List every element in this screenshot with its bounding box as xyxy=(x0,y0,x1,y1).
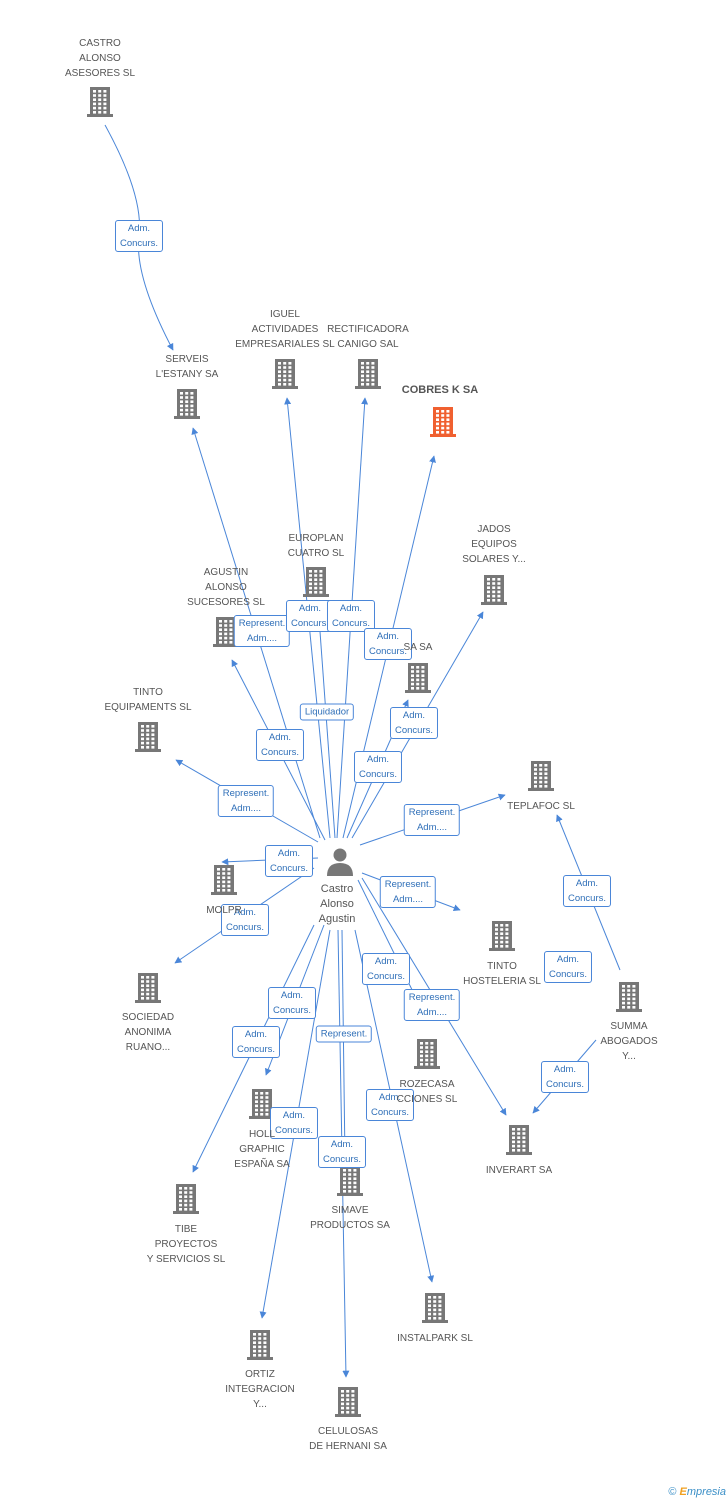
company-building-icon[interactable] xyxy=(335,1387,361,1417)
relation-label[interactable]: Adm. Concurs. xyxy=(269,1107,319,1139)
relation-label[interactable]: Adm. Concurs. xyxy=(361,953,411,985)
company-building-icon[interactable] xyxy=(616,982,642,1012)
company-label-celulosas[interactable]: CELULOSAS DE HERNANI SA xyxy=(309,1426,387,1452)
brand-name: mpresia xyxy=(686,1486,726,1498)
company-building-icon[interactable] xyxy=(303,567,329,597)
company-building-icon[interactable] xyxy=(337,1166,363,1196)
relation-label[interactable]: Adm. Concurs. xyxy=(114,220,164,252)
relation-label[interactable]: Adm. Concurs. xyxy=(540,1061,590,1093)
company-label-rectificadora[interactable]: RECTIFICADORA CANIGO SAL xyxy=(327,324,409,350)
company-building-icon[interactable] xyxy=(135,722,161,752)
company-label-inverart[interactable]: INVERART SA xyxy=(485,1165,553,1176)
relation-label[interactable]: Liquidador xyxy=(299,703,355,721)
company-label-hollo[interactable]: HOLL GRAPHIC ESPAÑA SA xyxy=(234,1129,290,1170)
company-building-icon[interactable] xyxy=(405,663,431,693)
company-building-icon[interactable] xyxy=(422,1293,448,1323)
company-label-iguel[interactable]: IGUEL ACTIVIDADES EMPRESARIALES SL xyxy=(235,309,335,350)
relation-edge xyxy=(314,603,336,839)
company-label-sociedad[interactable]: SOCIEDAD ANONIMA RUANO... xyxy=(121,1012,175,1053)
relation-label[interactable]: Adm. Concurs. xyxy=(326,600,376,632)
company-building-icon[interactable] xyxy=(174,389,200,419)
copyright-icon: © xyxy=(668,1486,677,1498)
company-label-ortiz[interactable]: ORTIZ INTEGRACION Y... xyxy=(225,1369,295,1410)
company-building-icon[interactable] xyxy=(528,761,554,791)
relation-label[interactable]: Represent. xyxy=(315,1025,373,1043)
company-label-instalpark[interactable]: INSTALPARK SL xyxy=(397,1333,473,1344)
company-label-tinto-equip[interactable]: TINTO EQUIPAMENTS SL xyxy=(104,687,192,713)
company-building-icon[interactable] xyxy=(355,359,381,389)
relation-edge xyxy=(357,879,423,1011)
company-building-icon[interactable] xyxy=(211,865,237,895)
relation-edge xyxy=(341,929,349,1161)
relation-label[interactable]: Represent. Adm.... xyxy=(217,785,275,817)
company-building-icon[interactable] xyxy=(272,359,298,389)
company-building-icon[interactable] xyxy=(489,921,515,951)
company-building-icon[interactable] xyxy=(430,407,456,437)
company-building-icon[interactable] xyxy=(506,1125,532,1155)
relation-label[interactable]: Represent. Adm.... xyxy=(379,876,437,908)
company-label-europlan[interactable]: EUROPLAN CUATRO SL xyxy=(287,533,345,559)
company-label-tibe[interactable]: TIBE PROYECTOS Y SERVICIOS SL xyxy=(146,1224,226,1265)
company-label-simave[interactable]: SIMAVE PRODUCTOS SA xyxy=(310,1205,390,1231)
relation-label[interactable]: Adm. Concurs. xyxy=(389,707,439,739)
relation-label[interactable]: Adm. Concurs. xyxy=(365,1089,415,1121)
person-name[interactable]: Castro Alonso Agustin xyxy=(318,883,356,925)
company-label-jados[interactable]: JADOS EQUIPOS SOLARES Y... xyxy=(462,524,526,565)
company-label-teplafoc[interactable]: TEPLAFOC SL xyxy=(507,801,575,812)
relation-label[interactable]: Adm. Concurs. xyxy=(317,1136,367,1168)
relation-label[interactable]: Adm. Concurs. xyxy=(562,875,612,907)
company-label-tinto-host[interactable]: TINTO HOSTELERIA SL xyxy=(463,961,541,987)
relation-label[interactable]: Adm. Concurs. xyxy=(255,729,305,761)
company-label-molpr[interactable]: MOLPR xyxy=(206,905,242,916)
brand-footer: ©Empresia xyxy=(668,1486,726,1498)
relation-label[interactable]: Adm. Concurs. xyxy=(220,904,270,936)
company-building-icon[interactable] xyxy=(414,1039,440,1069)
relation-label[interactable]: Adm. Concurs. xyxy=(353,751,403,783)
relation-label[interactable]: Represent. Adm.... xyxy=(233,615,291,647)
company-label-serveis[interactable]: SERVEIS L'ESTANY SA xyxy=(155,354,219,380)
company-label-castro-asesores[interactable]: CASTRO ALONSO ASESORES SL xyxy=(64,38,136,79)
company-label-agustin-sucesores[interactable]: AGUSTIN ALONSO SUCESORES SL xyxy=(187,567,265,608)
relation-label[interactable]: Represent. Adm.... xyxy=(403,804,461,836)
company-building-icon[interactable] xyxy=(135,973,161,1003)
company-label-rozecasa[interactable]: ROZECASA CCIONES SL xyxy=(396,1079,458,1105)
relation-label[interactable]: Adm. Concurs. xyxy=(363,628,413,660)
company-label-summa[interactable]: SUMMA ABOGADOS Y... xyxy=(600,1021,658,1062)
person-icon[interactable] xyxy=(327,848,353,877)
company-building-icon[interactable] xyxy=(173,1184,199,1214)
company-building-icon[interactable] xyxy=(481,575,507,605)
relation-label[interactable]: Adm. Concurs. xyxy=(543,951,593,983)
relation-label[interactable]: Adm. Concurs. xyxy=(231,1026,281,1058)
relation-label[interactable]: Represent. Adm.... xyxy=(403,989,461,1021)
company-building-icon[interactable] xyxy=(87,87,113,117)
brand-logo-letter: E xyxy=(679,1486,687,1498)
company-building-icon[interactable] xyxy=(213,617,239,647)
relation-label[interactable]: Adm. Concurs. xyxy=(267,987,317,1019)
company-label-sa-sa[interactable]: SA SA xyxy=(403,642,433,653)
company-building-icon[interactable] xyxy=(247,1330,273,1360)
relation-label[interactable]: Adm. Concurs. xyxy=(264,845,314,877)
company-building-icon[interactable] xyxy=(249,1089,275,1119)
company-label-cobres[interactable]: COBRES K SA xyxy=(401,384,479,396)
